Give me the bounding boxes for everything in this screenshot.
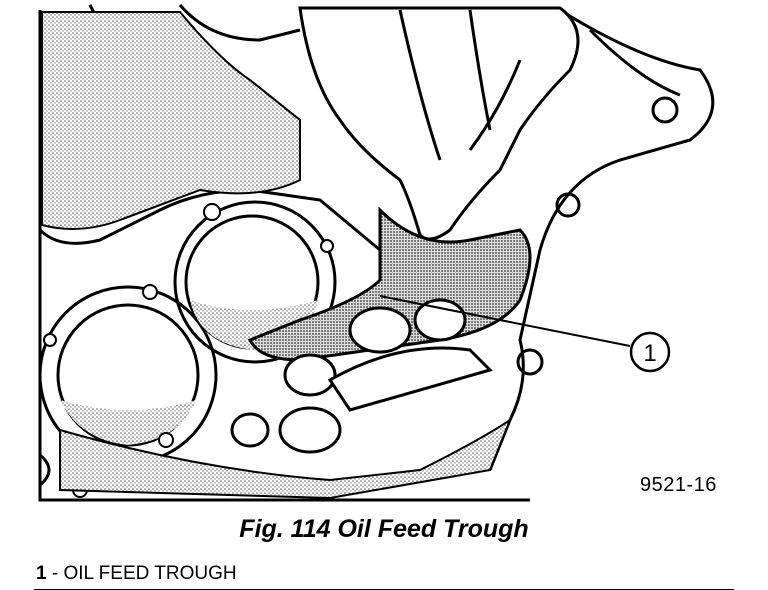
legend-label: OIL FEED TROUGH [63, 563, 237, 584]
hand [298, 6, 580, 241]
engine-illustration: 1 [38, 4, 715, 502]
gasket-frame [488, 8, 715, 471]
edge-fragment [39, 453, 51, 487]
valvetrain [230, 298, 493, 454]
figure-caption: Fig. 114 Oil Feed Trough [239, 515, 529, 543]
bolt-holes [43, 203, 334, 498]
legend-separator: - [51, 563, 59, 584]
legend-item: 1 - OIL FEED TROUGH [36, 563, 237, 585]
callout-number: 1 [643, 340, 656, 367]
lower-sump [59, 417, 513, 500]
shaded-housing [41, 11, 301, 230]
callout-leader [379, 295, 631, 347]
figure-code: 9521-16 [640, 474, 717, 496]
legend-number: 1 [36, 563, 47, 584]
callout-circle [629, 331, 671, 373]
